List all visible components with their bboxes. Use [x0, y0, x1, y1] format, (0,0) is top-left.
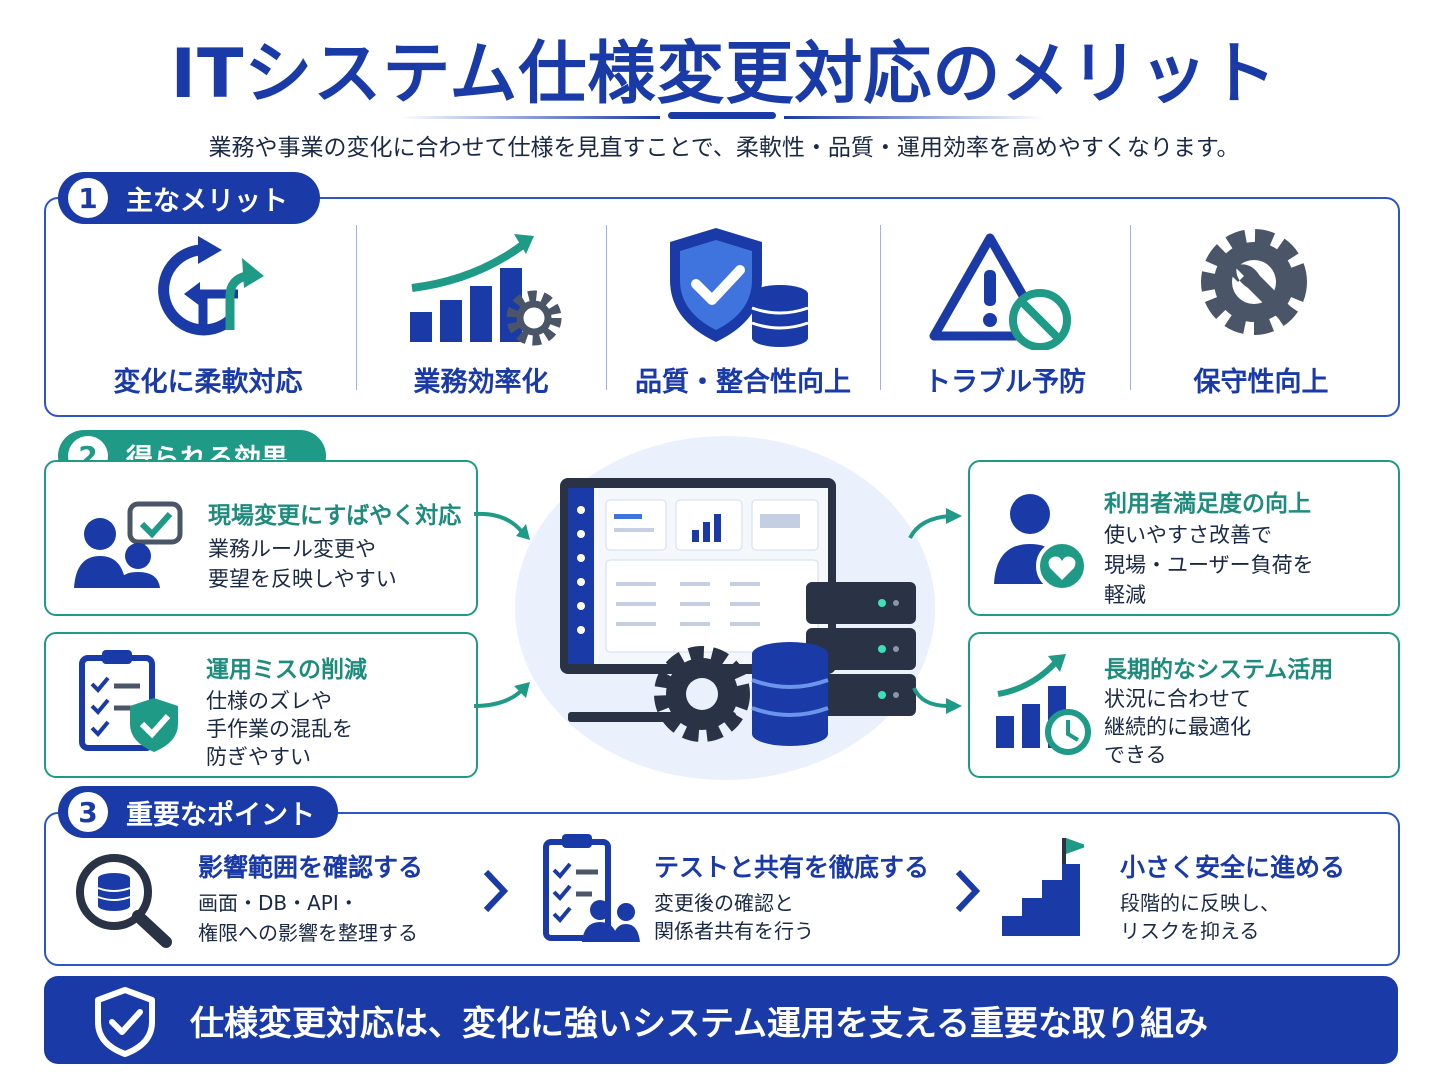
section3-label: 重要なポイント	[126, 799, 315, 831]
growth-chart-gear-icon	[410, 234, 562, 346]
merit-item: 業務効率化	[356, 222, 606, 402]
section1-pill: 1 主なメリット	[58, 172, 320, 224]
merit-label: トラブル予防	[924, 367, 1086, 398]
section3-number: 3	[68, 792, 108, 832]
chart-clock-icon	[996, 654, 1091, 755]
merit-label: 変化に柔軟対応	[113, 367, 303, 398]
checklist-users-icon	[543, 834, 640, 942]
effect-title: 長期的なシステム活用	[1104, 657, 1334, 683]
point-title: テストと共有を徹底する	[654, 853, 930, 882]
banner-text: 仕様変更対応は、変化に強いシステム運用を支える重要な取り組み	[190, 1004, 1208, 1044]
merit-label: 保守性向上	[1193, 367, 1329, 398]
section1-number: 1	[68, 178, 108, 218]
effect-text: 防ぎやすい	[206, 745, 311, 769]
effect-text: 業務ルール変更や	[208, 537, 376, 561]
point-text: 変更後の確認と	[654, 891, 794, 915]
warning-prohibit-icon	[929, 233, 1071, 350]
section1-label: 主なメリット	[126, 185, 288, 217]
effect-text: 使いやすさ改善で	[1104, 523, 1272, 547]
system-illustration	[515, 436, 935, 780]
merit-label: 品質・整合性向上	[635, 367, 851, 398]
section3-pill: 3 重要なポイント	[58, 786, 338, 838]
arrow-icon	[473, 511, 530, 540]
page-subtitle: 業務や事業の変化に合わせて仕様を見直すことで、柔軟性・品質・運用効率を高めやすく…	[208, 135, 1240, 161]
merit-item: 変化に柔軟対応	[60, 222, 356, 402]
point-text: 段階的に反映し、	[1120, 891, 1280, 915]
page-title: ITシステム仕様変更対応のメリット	[170, 35, 1278, 114]
merit-divider	[880, 225, 881, 390]
point-title: 影響範囲を確認する	[198, 853, 424, 882]
point-text: リスクを抑える	[1120, 919, 1260, 943]
user-heart-icon	[994, 494, 1088, 592]
effect-title: 運用ミスの削減	[206, 657, 367, 683]
effect-text: できる	[1104, 743, 1167, 767]
title-underline-center	[668, 112, 776, 119]
flexible-arrows-icon	[158, 236, 264, 336]
effect-card	[968, 632, 1400, 778]
effect-text: 継続的に最適化	[1104, 715, 1251, 739]
merit-label: 業務効率化	[413, 367, 549, 398]
merit-divider	[606, 225, 607, 390]
title-underline-left	[400, 116, 660, 119]
merit-item: トラブル予防	[880, 222, 1130, 402]
merit-divider	[356, 225, 357, 390]
stairs-flag-icon	[1002, 838, 1084, 936]
effect-text: 手作業の混乱を	[206, 717, 353, 741]
users-chat-icon	[74, 501, 183, 588]
point-text: 関係者共有を行う	[654, 919, 814, 943]
effect-card	[968, 460, 1400, 616]
effect-title: 利用者満足度の向上	[1104, 491, 1311, 517]
point-title: 小さく安全に進める	[1120, 853, 1346, 882]
shield-database-icon	[670, 228, 809, 347]
point-text: 画面・DB・API・	[198, 891, 359, 915]
bottom-banner	[44, 976, 1398, 1064]
effect-card	[44, 460, 478, 616]
magnifier-database-icon	[76, 854, 172, 948]
effect-text: 状況に合わせて	[1104, 687, 1251, 711]
merit-item: 保守性向上	[1130, 222, 1392, 402]
merit-divider	[1130, 225, 1131, 390]
checklist-shield-icon	[79, 650, 178, 752]
chevron-right-icon	[955, 869, 981, 913]
point-text: 権限への影響を整理する	[198, 921, 418, 945]
effect-title: 現場変更にすばやく対応	[208, 503, 462, 529]
chevron-right-icon	[483, 869, 509, 913]
effect-text: 軽減	[1104, 583, 1146, 607]
gear-wrench-icon	[1201, 229, 1307, 335]
arrow-icon	[912, 687, 962, 714]
merit-item: 品質・整合性向上	[606, 222, 880, 402]
arrow-icon	[908, 508, 962, 539]
shield-check-icon	[95, 987, 155, 1057]
title-underline-right	[784, 116, 1044, 119]
effect-text: 要望を反映しやすい	[208, 567, 397, 591]
arrow-icon	[473, 682, 530, 708]
effect-text: 現場・ユーザー負荷を	[1104, 553, 1314, 577]
effect-text: 仕様のズレや	[206, 689, 332, 713]
